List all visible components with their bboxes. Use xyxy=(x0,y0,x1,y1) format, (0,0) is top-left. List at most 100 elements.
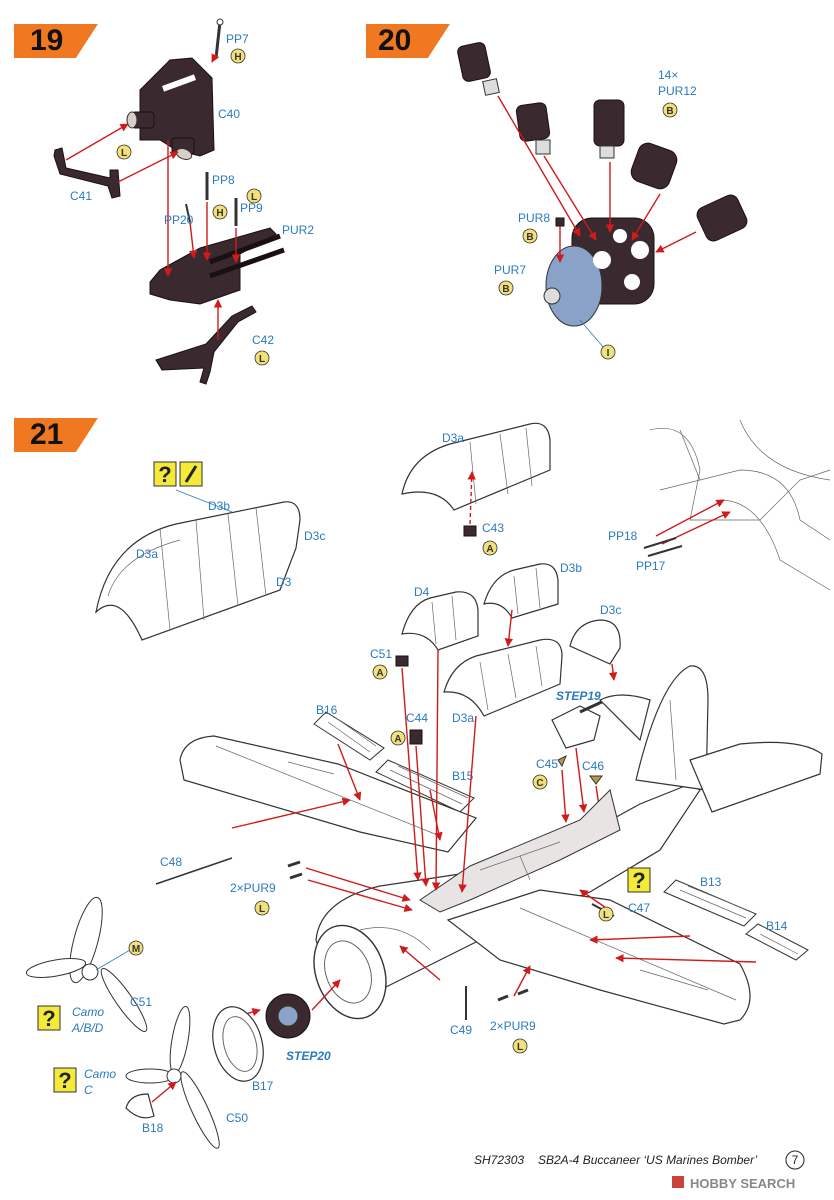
svg-text:L: L xyxy=(603,910,609,921)
svg-text:7: 7 xyxy=(792,1153,799,1167)
step-19-diagram xyxy=(53,18,285,385)
label-pp8: PP8 xyxy=(212,173,235,187)
propeller-camo-abd xyxy=(25,896,148,1032)
badge-l-c42: L xyxy=(254,350,270,366)
label-b18: B18 xyxy=(142,1121,164,1135)
svg-text:?: ? xyxy=(158,462,171,487)
label-camo-c-value: C xyxy=(84,1083,93,1097)
svg-text:I: I xyxy=(607,348,610,359)
label-b15: B15 xyxy=(452,769,474,783)
label-camo-abd-title: Camo xyxy=(72,1005,104,1019)
svg-text:B: B xyxy=(502,284,509,295)
svg-text:L: L xyxy=(251,192,257,203)
badge-l-c41: L xyxy=(116,144,132,160)
label-pp20: PP20 xyxy=(164,213,194,227)
label-pur7: PUR7 xyxy=(494,263,526,277)
label-camo-c-title: Camo xyxy=(84,1067,116,1081)
part-pur12-cylinder xyxy=(457,42,500,96)
aircraft-fuselage xyxy=(179,665,823,1025)
part-c41 xyxy=(53,147,121,199)
step20-engine xyxy=(265,993,311,1039)
part-c46 xyxy=(589,775,603,785)
label-c50: C50 xyxy=(226,1111,248,1125)
badge-a-c43: A xyxy=(482,540,498,556)
badge-h-pp20: H xyxy=(212,204,228,220)
svg-text:B: B xyxy=(666,106,673,117)
label-c51-top: C51 xyxy=(370,647,392,661)
watermark-text: HOBBY SEARCH xyxy=(690,1176,795,1191)
label-pur8: PUR8 xyxy=(518,211,550,225)
badge-i-cowl: I xyxy=(600,344,616,360)
svg-text:L: L xyxy=(259,354,265,365)
label-camo-abd-value: A/B/D xyxy=(71,1021,104,1035)
label-c43: C43 xyxy=(482,521,504,535)
part-pur9-a xyxy=(287,860,301,868)
badge-l-c47: L xyxy=(598,906,614,922)
svg-text:H: H xyxy=(216,208,223,219)
part-c51-top xyxy=(395,655,409,667)
svg-text:A: A xyxy=(394,734,401,745)
hint-icon-question: ? xyxy=(37,1005,61,1031)
svg-text:A: A xyxy=(376,668,383,679)
step-19-assembly xyxy=(149,227,277,305)
label-c45: C45 xyxy=(536,757,558,771)
tail-stabilizer xyxy=(689,741,823,813)
canopy-d3a-top xyxy=(401,422,551,511)
left-wing xyxy=(179,735,477,853)
label-b13: B13 xyxy=(700,875,722,889)
step-19-number: 19 xyxy=(30,24,63,57)
part-c45 xyxy=(557,754,567,768)
step-20-number: 20 xyxy=(378,24,411,57)
badge-m-prop: M xyxy=(128,940,144,956)
part-c44 xyxy=(409,729,423,745)
propeller-camo-c xyxy=(125,1005,220,1149)
label-c40: C40 xyxy=(218,107,240,121)
watermark: HOBBY SEARCH xyxy=(672,1176,795,1191)
badge-l-pp9: L xyxy=(246,188,262,204)
badge-b-pur12: B xyxy=(662,102,678,118)
badge-c-c45: C xyxy=(532,774,548,790)
svg-text:L: L xyxy=(121,148,127,159)
part-c42 xyxy=(155,305,257,385)
svg-text:L: L xyxy=(517,1042,523,1053)
svg-text:C: C xyxy=(536,778,543,789)
part-pur12-cylinder xyxy=(593,99,625,159)
label-c48: C48 xyxy=(160,855,182,869)
hint-icon-question: ? xyxy=(53,1067,77,1093)
label-b17: B17 xyxy=(252,1079,274,1093)
label-pp9: PP9 xyxy=(240,201,263,215)
part-b18 xyxy=(125,1093,155,1119)
label-pp7: PP7 xyxy=(226,32,249,46)
svg-text:B: B xyxy=(526,232,533,243)
right-wing xyxy=(446,889,751,1025)
label-d3a-top: D3a xyxy=(442,431,464,445)
svg-text:?: ? xyxy=(42,1006,55,1031)
footer-code: SH72303 xyxy=(474,1153,524,1167)
part-b16 xyxy=(313,711,385,761)
page-number-badge: 7 xyxy=(785,1150,805,1170)
part-d3a xyxy=(443,638,563,717)
label-c46: C46 xyxy=(582,759,604,773)
part-pur12-cylinder xyxy=(630,142,678,190)
label-c47: C47 xyxy=(628,901,650,915)
step-21-tab: 21 xyxy=(14,418,98,452)
label-pur12: PUR12 xyxy=(658,84,697,98)
label-d3-left: D3 xyxy=(276,575,292,589)
label-c42: C42 xyxy=(252,333,274,347)
label-c41: C41 xyxy=(70,189,92,203)
part-d4 xyxy=(401,591,479,651)
footer-title: SB2A-4 Buccaneer ‘US Marines Bomber’ xyxy=(538,1153,758,1167)
svg-text:A: A xyxy=(486,544,493,555)
badge-a-c51: A xyxy=(372,664,388,680)
svg-text:L: L xyxy=(259,904,265,915)
badge-b-pur7: B xyxy=(498,280,514,296)
label-step19: STEP19 xyxy=(556,689,601,703)
hint-icon-clear-part xyxy=(179,461,203,487)
badge-l-pur9-b: L xyxy=(512,1038,528,1054)
part-b17 xyxy=(212,1006,264,1082)
part-b13 xyxy=(663,879,757,927)
badge-h-pp7: H xyxy=(230,48,246,64)
label-c44: C44 xyxy=(406,711,428,725)
label-14x: 14× xyxy=(658,68,678,82)
badge-l-pur9-a: L xyxy=(254,900,270,916)
